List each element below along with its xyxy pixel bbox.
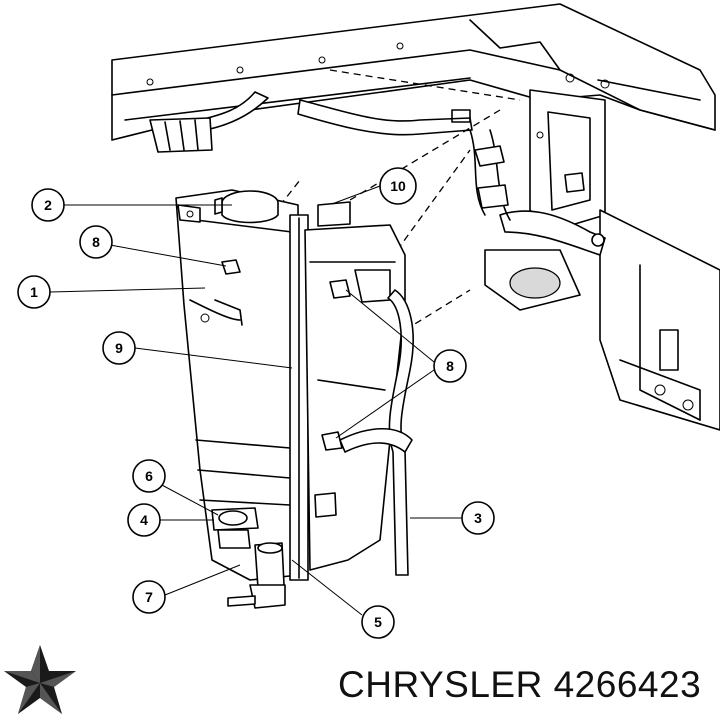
leader-lines [49,185,462,616]
chrysler-pentastar-icon [4,645,76,714]
callout-10: 10 [379,167,417,205]
callout-label: 4 [140,512,148,528]
callout-label: 1 [30,284,38,300]
callout-label: 10 [390,178,406,194]
callout-8-right: 8 [433,349,467,383]
reference-dashes [227,69,521,331]
callout-label: 3 [474,510,482,526]
callout-5: 5 [361,605,395,639]
washer-reservoir [289,201,414,581]
frame-rail-right [451,89,720,431]
callout-2: 2 [31,188,65,222]
callout-9: 9 [102,331,136,365]
callout-label: 8 [446,358,454,374]
callout-6: 6 [132,459,166,493]
callout-label: 8 [92,234,100,250]
callout-label: 2 [44,197,52,213]
callout-label: 7 [145,589,153,605]
brand-part-label: CHRYSLER 4266423 [338,664,701,706]
callout-1: 1 [17,275,51,309]
vehicle-frame [111,3,716,153]
callout-7: 7 [132,580,166,614]
callout-label: 9 [115,340,123,356]
callout-3: 3 [461,501,495,535]
brand-name: CHRYSLER [338,664,543,705]
coolant-reservoir [175,189,301,609]
callout-label: 5 [374,614,382,630]
callout-4: 4 [127,503,161,537]
part-number: 4266423 [553,664,702,705]
callout-8-upper: 8 [79,225,113,259]
callout-label: 6 [145,468,153,484]
